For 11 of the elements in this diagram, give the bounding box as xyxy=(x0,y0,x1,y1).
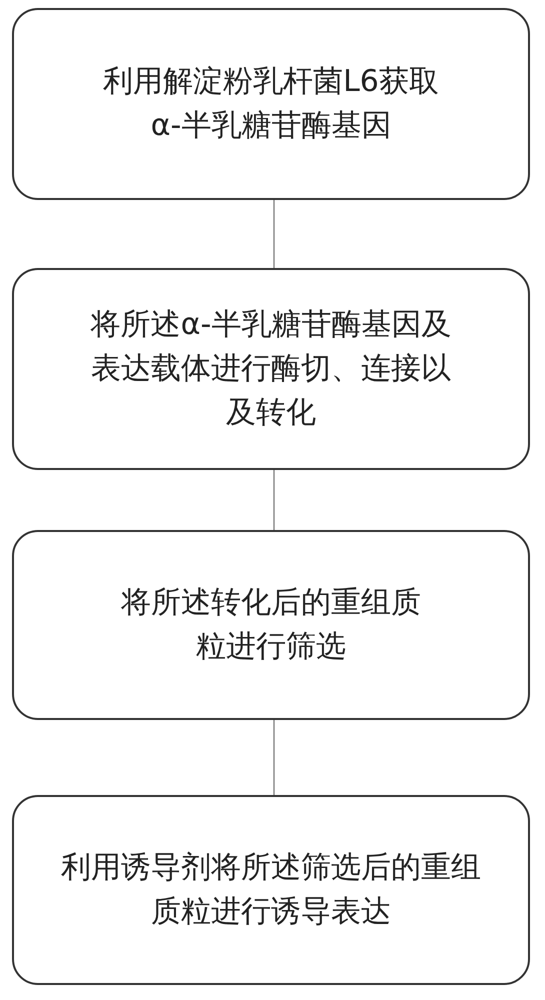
step-text: 将所述转化后的重组质粒进行筛选 xyxy=(121,584,421,666)
connector-line xyxy=(273,200,275,268)
process-box xyxy=(12,8,530,200)
step-text: 将所述α-半乳糖苷酶基因及表达载体进行酶切、连接以及转化 xyxy=(90,306,452,432)
connector-line xyxy=(273,470,275,530)
process-box xyxy=(12,530,530,720)
step-text: 利用解淀粉乳杆菌L6获取α-半乳糖苷酶基因 xyxy=(102,63,440,145)
process-box xyxy=(12,795,530,985)
step-text: 利用诱导剂将所述筛选后的重组质粒进行诱导表达 xyxy=(60,849,482,931)
process-box xyxy=(12,268,530,470)
connector-line xyxy=(273,720,275,795)
